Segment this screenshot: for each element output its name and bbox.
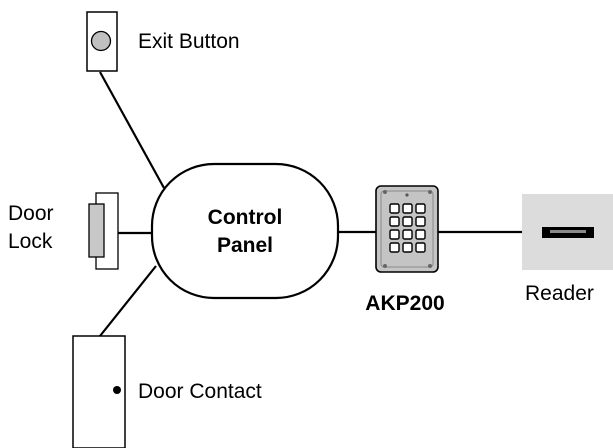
keypad-key bbox=[389, 229, 400, 240]
keypad-key bbox=[415, 242, 426, 253]
keypad-keys bbox=[389, 203, 426, 253]
door-lock-label-line1: Door bbox=[8, 202, 54, 225]
keypad-key bbox=[402, 216, 413, 227]
exit-button-knob bbox=[90, 30, 112, 52]
card-reader: Reader bbox=[522, 194, 613, 305]
keypad-led-icon bbox=[405, 193, 409, 197]
keypad-screw-icon bbox=[383, 264, 387, 268]
keypad-label: AKP200 bbox=[365, 292, 444, 315]
door-lock-bolt bbox=[88, 203, 105, 258]
wire-exit-button-to-panel bbox=[99, 71, 165, 189]
akp200-keypad: AKP200 bbox=[365, 185, 445, 315]
keypad-key bbox=[402, 242, 413, 253]
keypad-key bbox=[402, 203, 413, 214]
control-panel-label-line1: Control bbox=[208, 206, 283, 229]
keypad-inner-bezel bbox=[380, 190, 434, 268]
door-contact: Door Contact bbox=[72, 335, 262, 448]
door-contact-label: Door Contact bbox=[138, 380, 262, 403]
keypad-screw-icon bbox=[383, 190, 387, 194]
door-lock-label-line2: Lock bbox=[8, 230, 53, 253]
door-lock: Door Lock bbox=[8, 192, 119, 270]
keypad-key bbox=[415, 216, 426, 227]
control-panel-label-line2: Panel bbox=[217, 234, 273, 257]
reader-label: Reader bbox=[525, 282, 594, 305]
control-panel-body bbox=[150, 162, 340, 300]
exit-button-label: Exit Button bbox=[138, 30, 240, 53]
exit-button: Exit Button bbox=[86, 11, 240, 72]
keypad-screw-icon bbox=[428, 190, 432, 194]
keypad-screw-icon bbox=[428, 264, 432, 268]
keypad-key bbox=[389, 216, 400, 227]
wire-door-contact-to-panel bbox=[99, 265, 157, 337]
connection-wires bbox=[99, 71, 522, 337]
keypad-key bbox=[389, 203, 400, 214]
keypad-key bbox=[402, 229, 413, 240]
keypad-key bbox=[415, 229, 426, 240]
keypad-body bbox=[375, 185, 439, 273]
control-panel: Control Panel bbox=[150, 162, 340, 300]
door-contact-sensor-icon bbox=[113, 386, 121, 394]
keypad-key bbox=[389, 242, 400, 253]
reader-card-slot-highlight bbox=[550, 230, 586, 233]
keypad-key bbox=[415, 203, 426, 214]
